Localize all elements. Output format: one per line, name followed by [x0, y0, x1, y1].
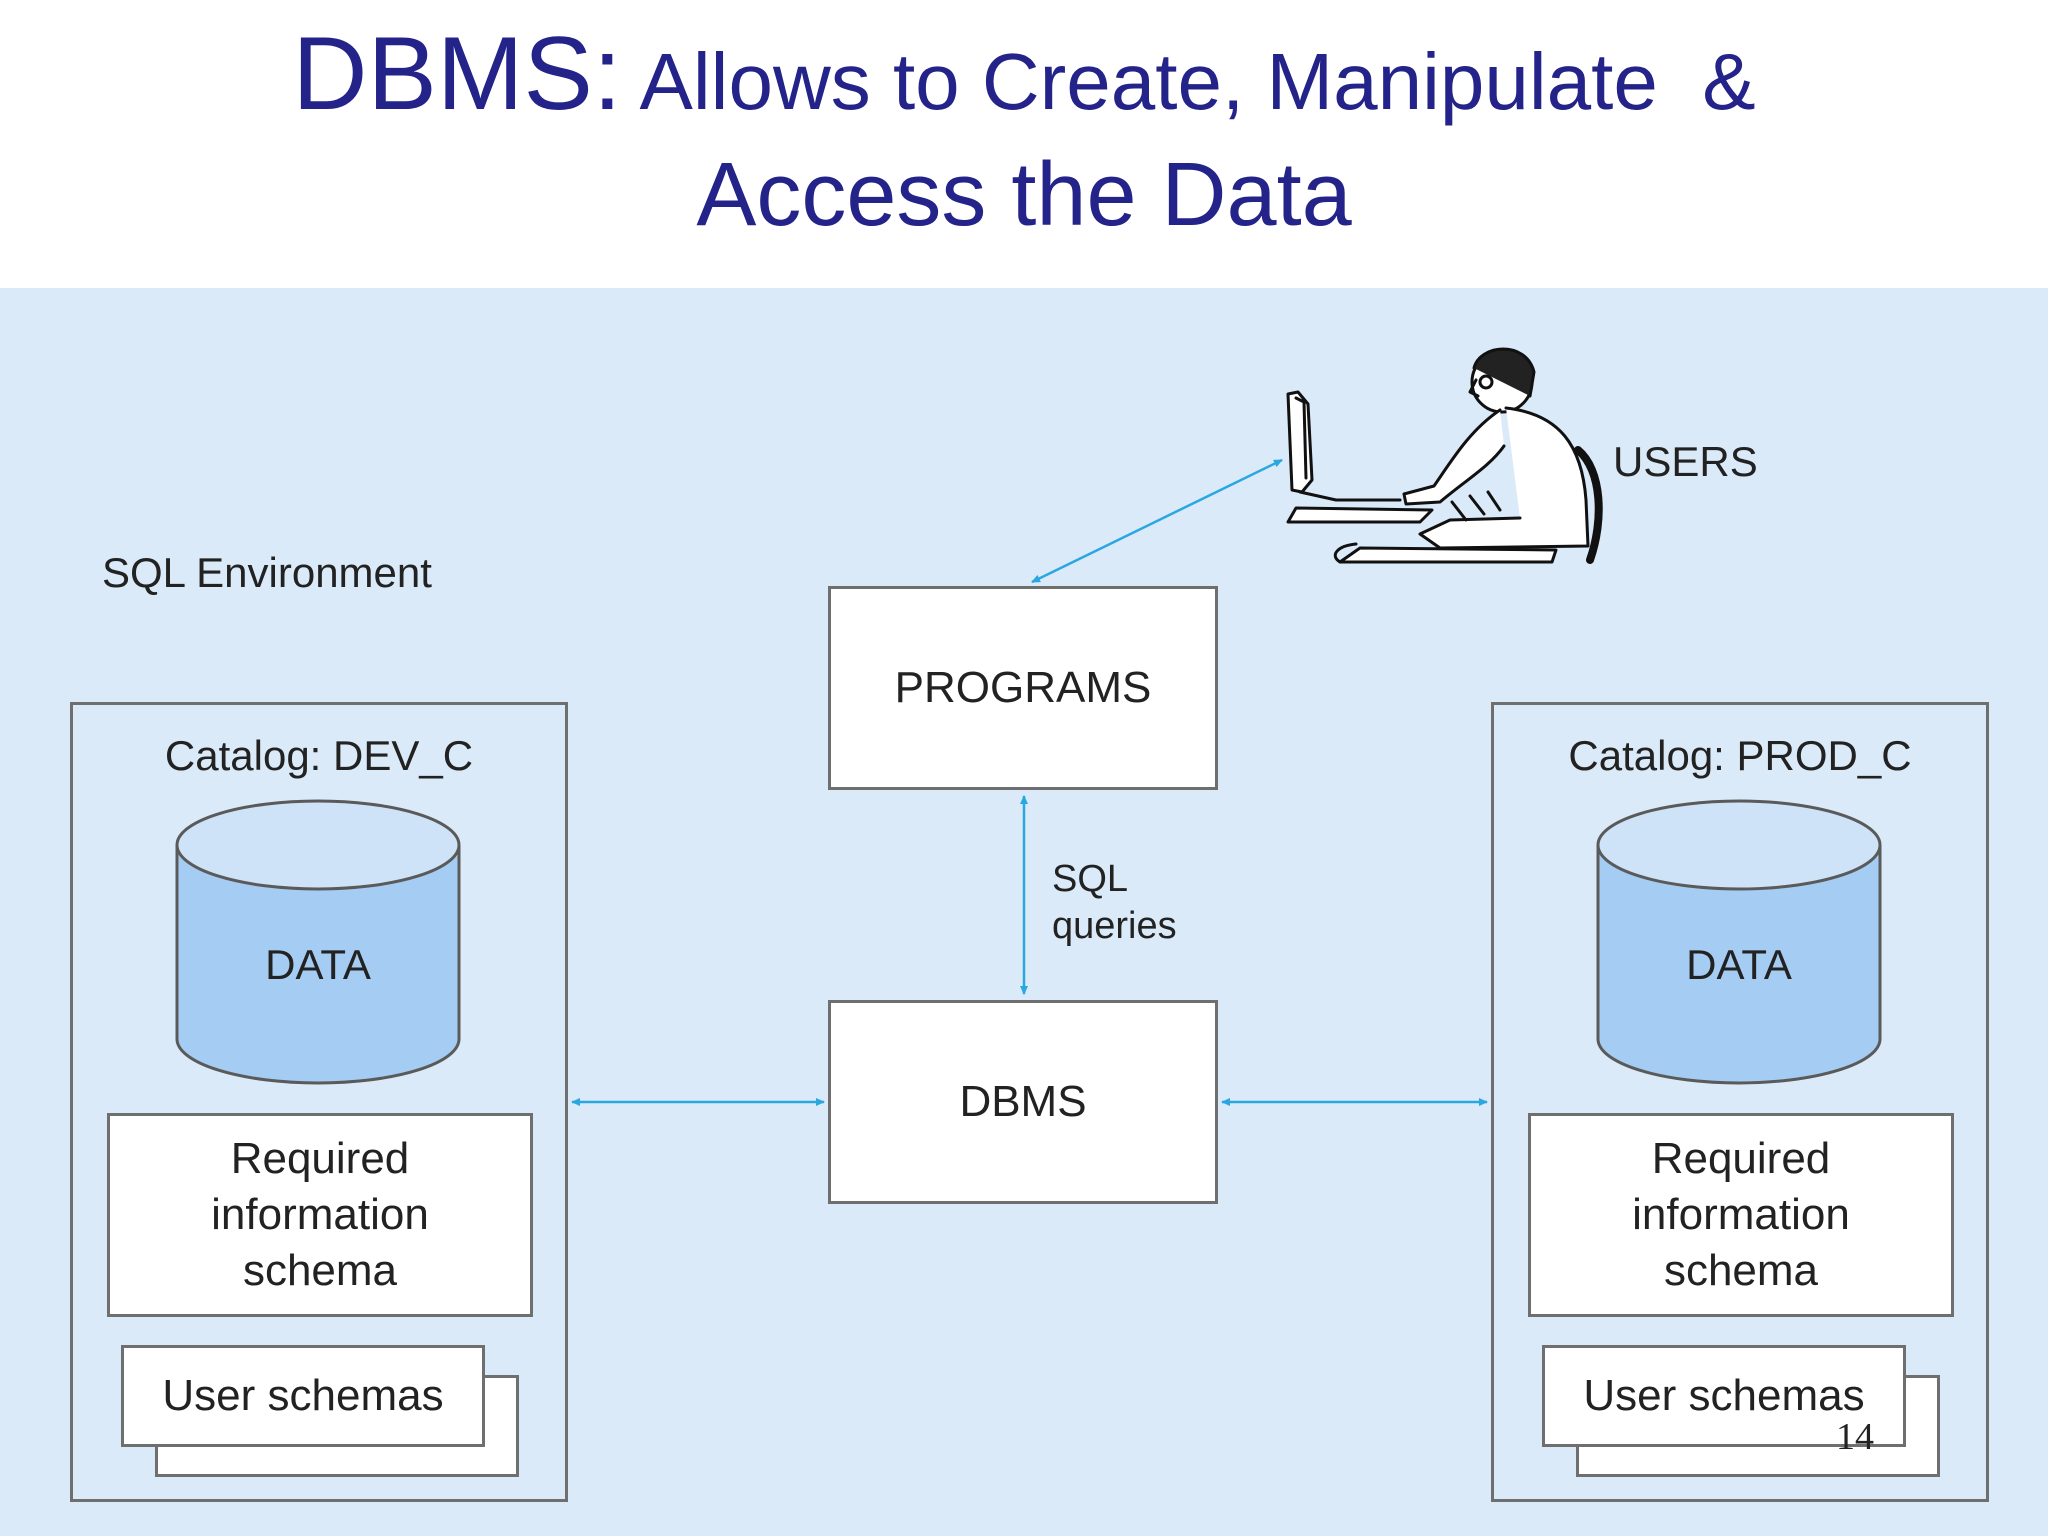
sql-queries-line1: SQL: [1052, 858, 1129, 900]
title-prefix: DBMS:: [292, 16, 622, 132]
programs-box: PROGRAMS: [828, 586, 1218, 790]
required-information-schema-box: Required information schema: [1528, 1113, 1954, 1317]
schema-line1: Required: [1651, 1134, 1831, 1183]
data-label: DATA: [1686, 941, 1792, 988]
sql-queries-label: SQL queries: [1052, 856, 1177, 950]
schema-line2: information: [211, 1190, 429, 1239]
title-area: DBMS: Allows to Create, Manipulate & Acc…: [0, 0, 2048, 288]
catalog-title: Catalog: PROD_C: [1568, 732, 1912, 779]
catalog-prod: Catalog: PROD_C DATA Required informatio…: [1491, 702, 1989, 1502]
data-label: DATA: [265, 941, 371, 988]
database-cylinder-icon: [1596, 799, 1882, 1085]
user-schemas-box: User schemas: [1542, 1345, 1906, 1447]
dbms-box: DBMS: [828, 1000, 1218, 1204]
schema-line3: schema: [1663, 1246, 1819, 1295]
data-cylinder: DATA: [1596, 799, 1882, 1085]
user-schemas-label: User schemas: [1583, 1371, 1865, 1420]
title-rest: Allows to Create, Manipulate &: [621, 37, 1756, 126]
users-label: USERS: [1613, 438, 1758, 485]
schema-line3: schema: [242, 1246, 398, 1295]
page-number: 14: [1836, 1416, 1874, 1458]
data-cylinder: DATA: [175, 799, 461, 1085]
user-schemas-label: User schemas: [162, 1371, 444, 1420]
database-cylinder-icon: [175, 799, 461, 1085]
catalog-dev: Catalog: DEV_C DATA Required information…: [70, 702, 568, 1502]
required-information-schema-box: Required information schema: [107, 1113, 533, 1317]
sql-environment-label: SQL Environment: [102, 549, 432, 596]
slide-title-line2: Access the Data: [696, 145, 1352, 245]
sql-queries-line2: queries: [1052, 905, 1177, 947]
schema-line2: information: [1632, 1190, 1850, 1239]
user-schemas-box: User schemas: [121, 1345, 485, 1447]
dbms-label: DBMS: [959, 1077, 1087, 1126]
arrow-programs-users: [1031, 458, 1283, 584]
programs-label: PROGRAMS: [894, 663, 1152, 712]
schema-line1: Required: [230, 1134, 410, 1183]
catalog-title: Catalog: DEV_C: [164, 732, 474, 779]
slide-title-line1: DBMS: Allows to Create, Manipulate &: [0, 22, 2048, 126]
